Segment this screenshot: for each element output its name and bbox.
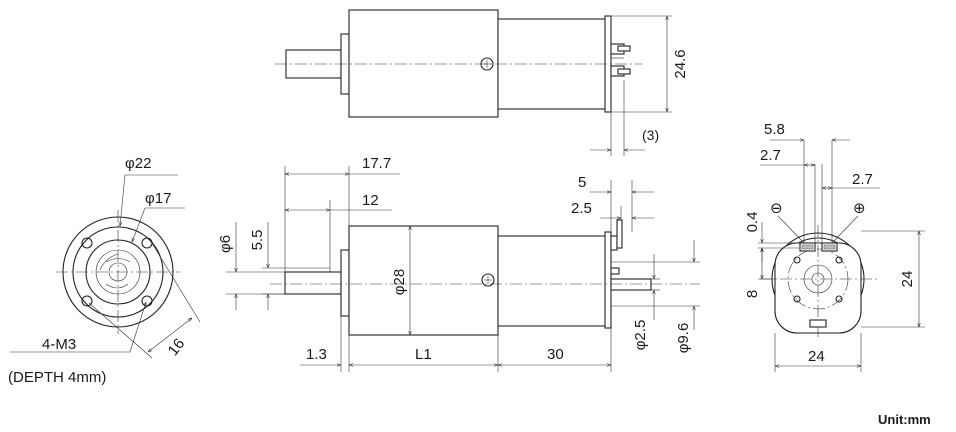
rear-terminals bbox=[799, 242, 838, 252]
dim-4-m3: 4-M3 bbox=[42, 336, 76, 353]
dim-3: (3) bbox=[642, 127, 659, 143]
dim-2-7-right: 2.7 bbox=[852, 171, 873, 188]
dim-1-3: 1.3 bbox=[306, 346, 327, 363]
dim-2-7-left: 2.7 bbox=[760, 147, 781, 164]
front-view: φ22 φ17 4-M3 (DEPTH 4mm) 16 bbox=[8, 155, 201, 386]
dim-5-8: 5.8 bbox=[764, 121, 785, 138]
dim-L1: L1 bbox=[415, 346, 432, 363]
dim-17-7: 17.7 bbox=[362, 155, 391, 172]
minus-terminal-icon: ⊖ bbox=[770, 200, 783, 217]
plus-terminal-icon: ⊕ bbox=[853, 200, 866, 217]
dim-2-5-top: 2.5 bbox=[571, 200, 592, 217]
dim-5: 5 bbox=[578, 174, 586, 191]
unit-label: Unit:mm bbox=[878, 412, 931, 427]
dim-24-horizontal: 24 bbox=[808, 348, 825, 365]
dim-phi-17: φ17 bbox=[145, 190, 171, 207]
dim-5-5: 5.5 bbox=[249, 230, 266, 251]
screw-head-icon bbox=[481, 273, 495, 287]
side-terminal bbox=[610, 219, 623, 275]
dim-phi-22: φ22 bbox=[125, 155, 151, 172]
dim-0-4: 0.4 bbox=[744, 212, 761, 233]
dim-16: 16 bbox=[165, 335, 189, 359]
top-terminals bbox=[610, 43, 631, 77]
dim-12: 12 bbox=[362, 192, 379, 209]
side-view: 17.7 12 5.5 φ6 φ28 1.3 L1 30 bbox=[217, 155, 700, 372]
dim-phi-28: φ28 bbox=[391, 269, 408, 295]
dim-depth: (DEPTH 4mm) bbox=[8, 369, 106, 386]
dim-phi-9-6: φ9.6 bbox=[675, 323, 692, 354]
dim-24-vertical: 24 bbox=[899, 271, 916, 288]
dim-24-6: 24.6 bbox=[672, 49, 689, 78]
rear-view: 5.8 2.7 2.7 ⊖ ⊕ 0.4 8 24 24 bbox=[744, 121, 925, 372]
dim-phi-6: φ6 bbox=[217, 235, 234, 253]
top-view: 24.6 (3) bbox=[275, 9, 689, 156]
dim-phi-2-5: φ2.5 bbox=[632, 320, 649, 351]
dim-30: 30 bbox=[547, 346, 564, 363]
screw-head-icon bbox=[480, 57, 494, 71]
dim-8: 8 bbox=[744, 290, 761, 298]
m3-hole-icon bbox=[81, 237, 153, 307]
